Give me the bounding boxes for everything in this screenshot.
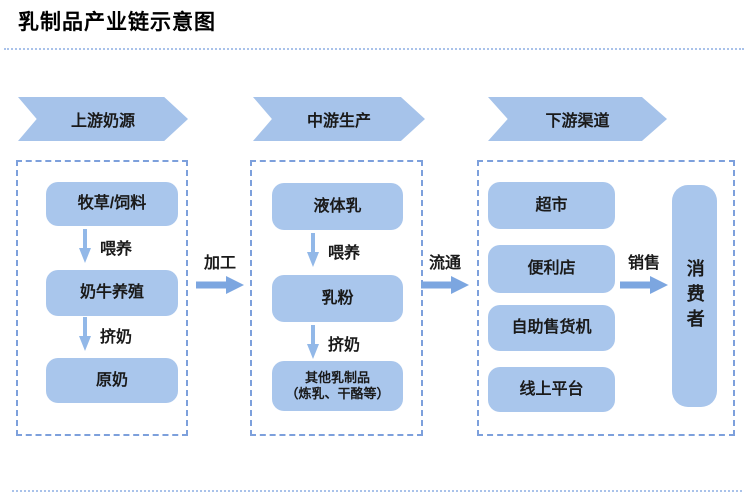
upstream-arrow-row-feeding: 喂养 [78,229,132,265]
node-other-dairy-note: （炼乳、干酪等） [285,386,390,401]
node-liquid-milk: 液体乳 [272,183,403,230]
node-online-platform-label: 线上平台 [519,380,584,398]
midstream-header-label: 中游生产 [306,113,371,130]
node-other-dairy-label: 其他乳制品 [304,369,370,385]
midstream-header-chevron: 中游生产 [253,97,425,141]
node-other-dairy-products: 其他乳制品 （炼乳、干酪等） [272,361,403,411]
upstream-group-box [16,160,188,436]
milking-label: 挤奶 [100,329,133,346]
distribution-label: 流通 [428,255,461,272]
node-pasture-feed: 牧草/饲料 [46,182,178,226]
downstream-header-label: 下游渠道 [545,113,610,130]
right-arrow-icon [420,276,469,294]
midstream-arrow-row-2: 挤奶 [306,325,360,361]
midstream-label-2: 挤奶 [328,337,361,354]
sales-label: 销售 [627,255,660,272]
node-vending-machine: 自助售货机 [488,305,615,351]
downstream-group-box [477,160,735,436]
midstream-group-box [250,160,423,436]
down-arrow-icon [307,233,319,267]
node-vending-machine-label: 自助售货机 [511,319,592,336]
node-liquid-milk-label: 液体乳 [313,197,362,215]
down-arrow-icon [307,325,319,359]
node-milk-powder-label: 乳粉 [321,289,354,307]
node-pasture-feed-label: 牧草/饲料 [77,195,147,212]
transition-processing: 加工 [195,249,245,295]
top-divider [4,48,744,50]
right-arrow-icon [619,276,668,294]
node-dairy-farming: 奶牛养殖 [46,270,178,316]
node-convenience-store-label: 便利店 [527,260,576,277]
node-online-platform: 线上平台 [488,367,615,412]
node-supermarket: 超市 [488,182,615,229]
node-raw-milk-label: 原奶 [95,371,128,389]
page-title: 乳制品产业链示意图 [18,11,216,34]
node-raw-milk: 原奶 [46,358,178,403]
feeding-label: 喂养 [100,241,133,258]
node-consumer-label: 消费者 [684,258,705,334]
processing-label: 加工 [203,255,236,272]
upstream-header-chevron: 上游奶源 [18,97,188,141]
downstream-header-chevron: 下游渠道 [488,97,667,141]
node-consumer: 消费者 [672,185,717,407]
right-arrow-icon [195,276,244,294]
down-arrow-icon [79,229,91,263]
transition-sales: 销售 [619,249,669,295]
node-milk-powder: 乳粉 [272,275,403,322]
bottom-divider [12,490,742,492]
transition-distribution: 流通 [420,249,470,295]
node-dairy-farming-label: 奶牛养殖 [79,284,144,301]
midstream-label-1: 喂养 [328,245,361,262]
upstream-header-label: 上游奶源 [70,113,135,130]
midstream-arrow-row-1: 喂养 [306,233,360,269]
node-supermarket-label: 超市 [535,196,568,214]
node-convenience-store: 便利店 [488,245,615,293]
upstream-arrow-row-milking: 挤奶 [78,317,132,353]
down-arrow-icon [79,317,91,351]
